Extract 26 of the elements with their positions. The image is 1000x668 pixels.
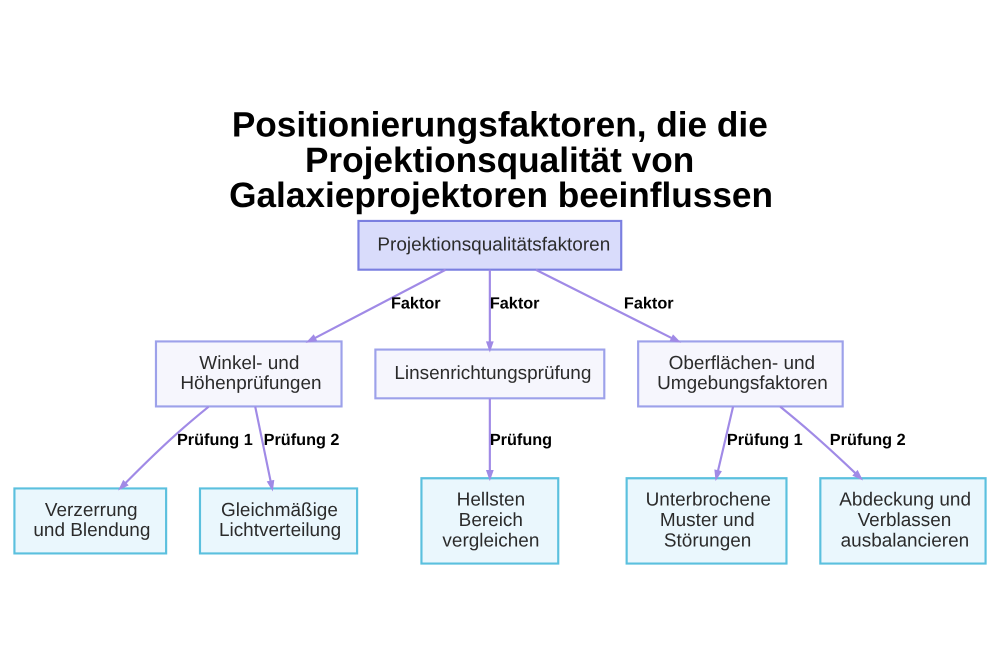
arrow: [118, 406, 210, 490]
node-box: Linsenrichtungsprüfung: [374, 348, 606, 400]
edge-label: Faktor: [390, 294, 441, 312]
edge-label: Prüfung 2: [264, 431, 340, 450]
edge-label: Prüfung: [490, 431, 552, 450]
node-box: Oberflächen- und Umgebungsfaktoren: [637, 340, 844, 408]
arrow: [535, 268, 682, 343]
arrow: [486, 270, 494, 352]
arrow: [779, 406, 864, 480]
node-box: Unterbrochene Muster und Störungen: [626, 477, 788, 565]
diagram-title: Positionierungsfaktoren, die die Projektionsqualität von Galaxieprojektoren beeinflussen: [229, 106, 773, 216]
node-box: Abdeckung und Verblassen ausbalancieren: [819, 477, 987, 565]
edge-label: Prüfung 1: [726, 431, 803, 450]
arrow: [306, 268, 446, 343]
edge-label: Prüfung 2: [830, 431, 906, 450]
arrow: [486, 398, 494, 482]
edge-label: Prüfung 1: [176, 431, 253, 450]
node-box: Gleichmäßige Lichtverteilung: [198, 487, 358, 554]
edge-label: Faktor: [490, 294, 540, 312]
arrow: [254, 406, 274, 492]
node-box: Winkel- und Höhenprüfungen: [154, 340, 343, 408]
node-box: Verzerrung und Blendung: [13, 487, 168, 554]
node-box: Hellsten Bereich vergleichen: [420, 477, 560, 565]
edge-label: Faktor: [624, 294, 674, 312]
arrow: [714, 406, 734, 482]
node-box: Projektionsqualitätsfaktoren: [357, 220, 622, 271]
